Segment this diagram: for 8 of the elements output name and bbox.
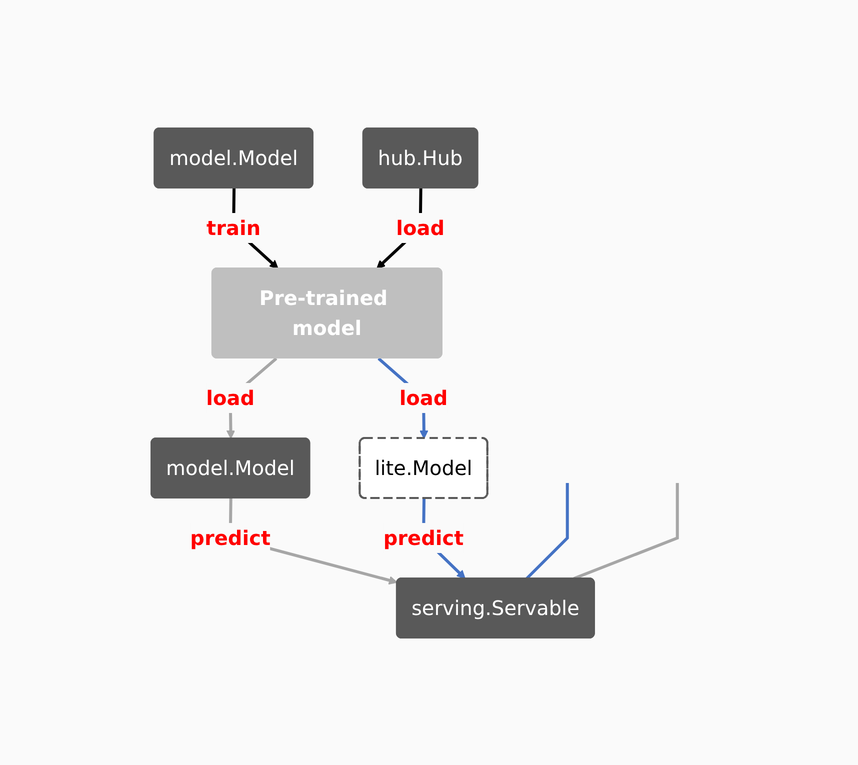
edge-label: predict xyxy=(190,526,270,550)
edge-label: load xyxy=(399,386,448,410)
edge-label: train xyxy=(206,216,260,240)
edge-label: load xyxy=(206,386,254,410)
connector xyxy=(573,482,679,580)
edge-label: load xyxy=(396,216,444,240)
edge-label: predict xyxy=(383,526,464,550)
connector xyxy=(526,482,569,580)
